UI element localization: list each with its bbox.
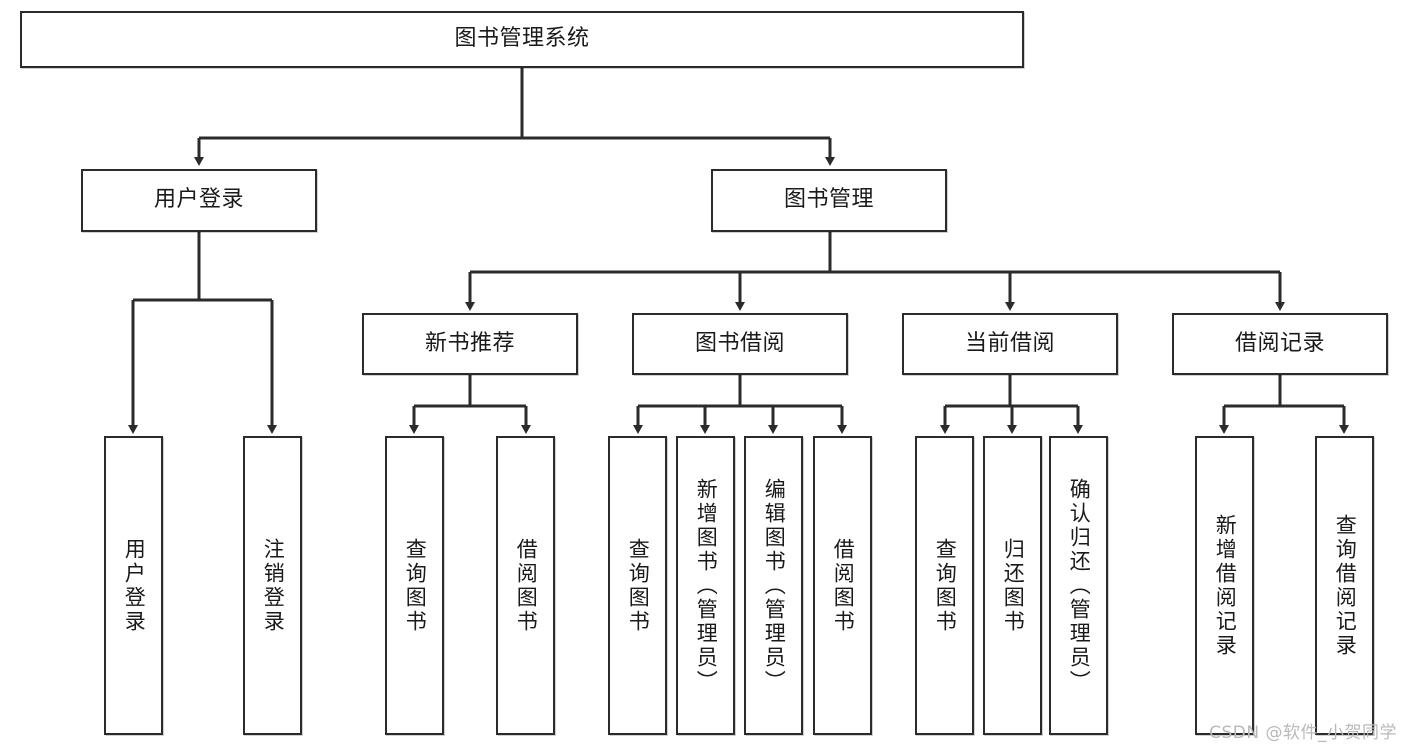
node-new-book-recommend[interactable]: 新书推荐	[362, 313, 578, 375]
leaf-borrow-record-query[interactable]: 查询借阅记录	[1315, 436, 1374, 735]
node-borrow-record[interactable]: 借阅记录	[1172, 313, 1388, 375]
node-user-login[interactable]: 用户登录	[81, 169, 317, 232]
leaf-book-borrow-edit[interactable]: 编辑图书（管理员）	[744, 436, 803, 735]
leaf-label: 查询图书	[403, 537, 428, 634]
leaf-label: 借阅图书	[831, 537, 856, 634]
leaf-label: 新增借阅记录	[1213, 513, 1238, 658]
leaf-label: 用户登录	[122, 537, 147, 634]
leaf-current-borrow-query[interactable]: 查询图书	[915, 436, 974, 735]
node-book-borrow[interactable]: 图书借阅	[632, 313, 848, 375]
leaf-current-borrow-return[interactable]: 归还图书	[983, 436, 1042, 735]
leaf-label: 确认归还（管理员）	[1067, 477, 1092, 694]
leaf-user-login-logout[interactable]: 注销登录	[243, 436, 302, 735]
leaf-label: 借阅图书	[514, 537, 539, 634]
node-current-borrow-label: 当前借阅	[964, 330, 1055, 356]
leaf-label: 查询图书	[933, 537, 958, 634]
leaf-user-login-login[interactable]: 用户登录	[104, 436, 163, 735]
node-book-management-label: 图书管理	[783, 187, 874, 213]
leaf-new-book-borrow[interactable]: 借阅图书	[496, 436, 555, 735]
node-user-login-label: 用户登录	[153, 187, 244, 213]
leaf-current-borrow-confirm-return[interactable]: 确认归还（管理员）	[1049, 436, 1108, 735]
leaf-label: 新增图书（管理员）	[694, 477, 719, 694]
leaf-label: 归还图书	[1001, 537, 1026, 634]
node-new-book-recommend-label: 新书推荐	[424, 330, 515, 356]
leaf-book-borrow-add[interactable]: 新增图书（管理员）	[676, 436, 735, 735]
node-book-borrow-label: 图书借阅	[694, 330, 785, 356]
node-root-label: 图书管理系统	[454, 26, 590, 52]
node-current-borrow[interactable]: 当前借阅	[902, 313, 1118, 375]
leaf-book-borrow-borrow[interactable]: 借阅图书	[813, 436, 872, 735]
leaf-label: 查询图书	[626, 537, 651, 634]
leaf-label: 注销登录	[261, 537, 286, 634]
node-book-management[interactable]: 图书管理	[711, 169, 947, 232]
leaf-borrow-record-add[interactable]: 新增借阅记录	[1195, 436, 1254, 735]
node-borrow-record-label: 借阅记录	[1234, 330, 1325, 356]
leaf-label: 查询借阅记录	[1333, 513, 1358, 658]
leaf-new-book-query[interactable]: 查询图书	[385, 436, 444, 735]
leaf-label: 编辑图书（管理员）	[762, 477, 787, 694]
leaf-book-borrow-query[interactable]: 查询图书	[608, 436, 667, 735]
node-root[interactable]: 图书管理系统	[20, 11, 1024, 68]
